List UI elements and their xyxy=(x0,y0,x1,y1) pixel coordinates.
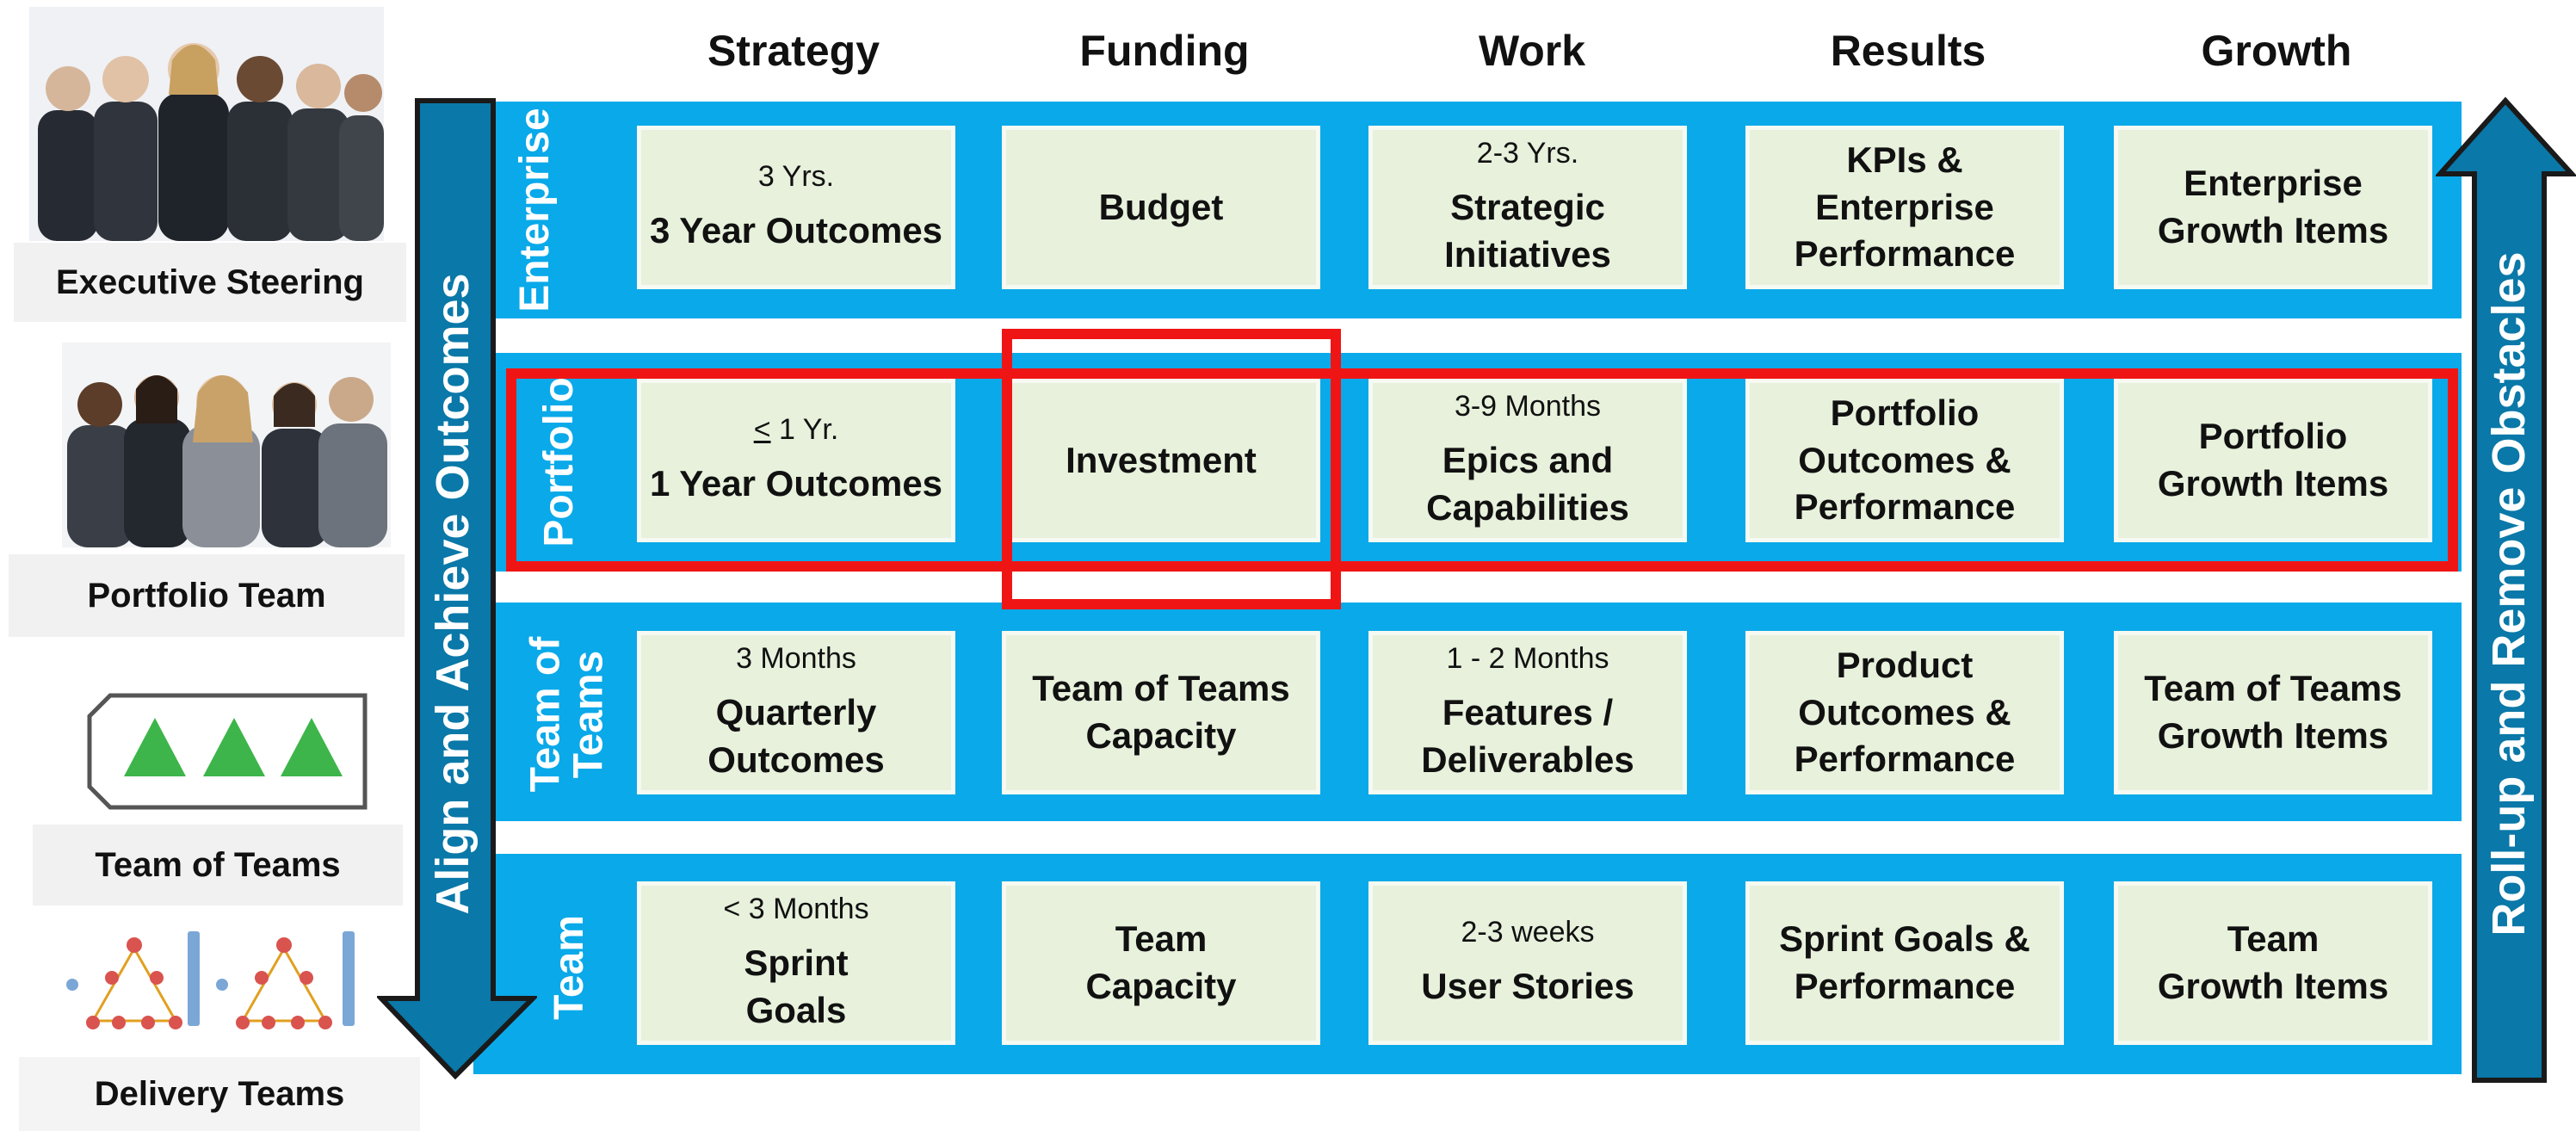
org-chart-icon xyxy=(66,931,355,1029)
cell-enterprise-results: KPIs & Enterprise Performance xyxy=(1745,126,2064,289)
cell-enterprise-funding: Budget xyxy=(1002,126,1320,289)
cell-enterprise-strategy: 3 Yrs.3 Year Outcomes xyxy=(637,126,955,289)
cell-enterprise-growth: Enterprise Growth Items xyxy=(2114,126,2432,289)
portfolio-row-highlight xyxy=(506,368,2458,572)
cell-team-of-teams-results: Product Outcomes & Performance xyxy=(1745,631,2064,794)
cell-portfolio-results: Portfolio Outcomes & Performance xyxy=(1745,379,2064,542)
left-arrow-label: Align and Achieve Outcomes xyxy=(427,273,479,915)
column-header-growth: Growth xyxy=(2201,27,2352,75)
investment-cell-highlight xyxy=(1002,329,1341,609)
cell-team-funding: Team Capacity xyxy=(1002,881,1320,1045)
cell-team-of-teams-funding: Team of Teams Capacity xyxy=(1002,631,1320,794)
role-label-executive-steering: Executive Steering xyxy=(14,243,406,322)
column-header-work: Work xyxy=(1478,27,1586,75)
role-label-team-of-teams: Team of Teams xyxy=(33,825,403,905)
column-header-funding: Funding xyxy=(1079,27,1250,75)
cell-portfolio-funding: Investment xyxy=(1002,379,1320,542)
cell-team-of-teams-growth: Team of Teams Growth Items xyxy=(2114,631,2432,794)
cell-team-results: Sprint Goals & Performance xyxy=(1745,881,2064,1045)
right-arrow-label: Roll-up and Remove Obstacles xyxy=(2483,251,2535,936)
row-label-team-of-teams: Team of Teams xyxy=(522,636,612,793)
row-label-team: Team xyxy=(546,915,592,1020)
role-label-portfolio-team: Portfolio Team xyxy=(9,554,405,637)
business-group-photo-icon xyxy=(29,7,384,241)
column-header-results: Results xyxy=(1830,27,1986,75)
cell-team-growth: Team Growth Items xyxy=(2114,881,2432,1045)
cell-portfolio-growth: Portfolio Growth Items xyxy=(2114,379,2432,542)
up-arrow-icon xyxy=(2436,96,2576,1083)
team-group-photo-icon xyxy=(62,343,391,547)
column-header-strategy: Strategy xyxy=(707,27,880,75)
role-label-delivery-teams: Delivery Teams xyxy=(19,1057,420,1131)
cell-enterprise-work: 2-3 Yrs.Strategic Initiatives xyxy=(1368,126,1687,289)
down-arrow-icon xyxy=(377,98,537,1079)
cell-portfolio-strategy: < 1 Yr.1 Year Outcomes xyxy=(637,379,955,542)
three-triangles-icon xyxy=(87,693,368,810)
